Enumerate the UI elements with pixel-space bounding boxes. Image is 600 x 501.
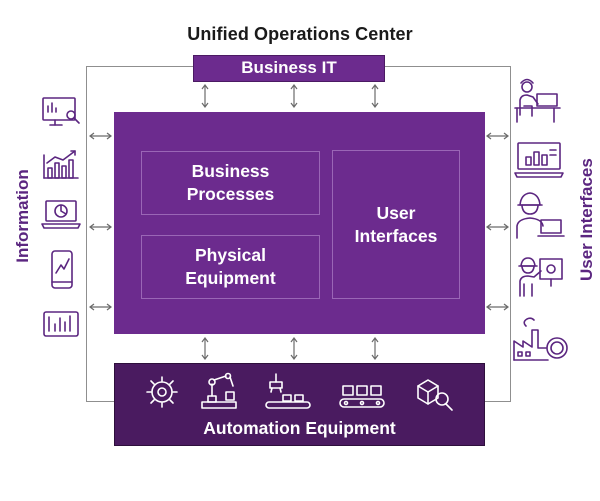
arrow-top-2	[290, 84, 298, 108]
bar-chart-icon	[43, 150, 79, 179]
diagram-title: Unified Operations Center	[187, 24, 413, 44]
arrow-bottom-3	[371, 337, 379, 360]
engineer-laptop-icon	[516, 192, 565, 239]
gear-icon	[146, 376, 178, 408]
laptop-pie-chart-icon	[41, 200, 81, 229]
arrow-right-1	[486, 132, 509, 140]
arrow-top-3	[371, 84, 379, 108]
inspection-box-icon	[417, 379, 453, 411]
monitor-search-icon	[42, 97, 80, 126]
business-processes-label: Business Processes	[186, 161, 275, 204]
conveyor-icon	[339, 385, 385, 408]
physical-equipment-label: Physical Equipment	[185, 245, 276, 288]
desk-worker-icon	[514, 78, 561, 123]
arrow-left-3	[89, 303, 112, 311]
user-interfaces-box: User Interfaces	[332, 150, 460, 299]
factory-gear-icon	[513, 317, 568, 361]
automation-equipment-label: Automation Equipment	[203, 418, 396, 438]
arrow-right-3	[486, 303, 509, 311]
arrow-bottom-2	[290, 337, 298, 360]
worker-presentation-icon	[518, 257, 563, 297]
arrow-right-2	[486, 223, 509, 231]
phone-trend-icon	[51, 250, 73, 289]
tablet-chart-icon	[43, 311, 79, 337]
arrow-left-2	[89, 223, 112, 231]
automation-equipment-box: Automation Equipment	[114, 363, 485, 446]
business-processes-box: Business Processes	[141, 151, 320, 215]
business-it-label: Business IT	[241, 58, 337, 77]
arrow-top-1	[201, 84, 209, 108]
user-interfaces-label: User Interfaces	[354, 202, 438, 246]
business-it-box: Business IT	[193, 55, 385, 82]
pick-and-place-icon	[265, 373, 311, 409]
arrow-left-1	[89, 132, 112, 140]
physical-equipment-box: Physical Equipment	[141, 235, 320, 299]
arrow-bottom-1	[201, 337, 209, 360]
monitor-bar-chart-icon	[514, 142, 564, 178]
robot-arm-icon	[201, 372, 237, 409]
core-box: Business Processes Physical Equipment Us…	[114, 112, 485, 334]
